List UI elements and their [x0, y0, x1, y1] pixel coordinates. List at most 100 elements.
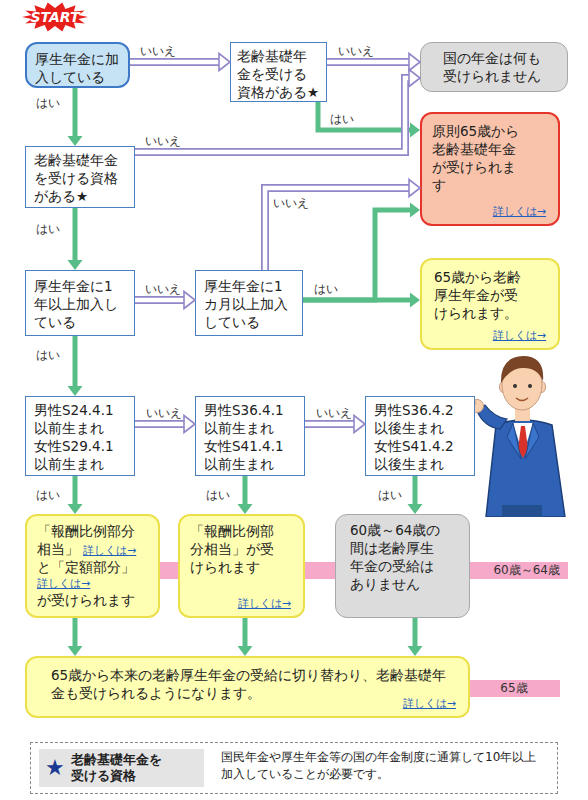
- detail-link: 詳しくは→: [238, 596, 291, 611]
- edge-label: はい: [378, 488, 402, 502]
- arrow-inner: [327, 60, 410, 65]
- detail-link: 詳しくは→: [493, 328, 546, 343]
- start-badge: START: [22, 2, 88, 32]
- edge-label: いいえ: [145, 282, 181, 296]
- arrow-line: [73, 208, 78, 261]
- result-box: 60歳～64歳の間は老齢厚生年金の受給はありません: [335, 514, 470, 618]
- box-text: 厚生年金に1カ月以上加入している: [204, 277, 294, 331]
- edge-label: いいえ: [140, 44, 176, 58]
- box-text: 65歳から本来の老齢厚生年金の受給に切り替わり、老齢基礎年金も受けられるようにな…: [51, 666, 452, 702]
- arrow-head: [238, 504, 253, 514]
- decision-box: 老齢基礎年金を受ける資格がある★: [230, 42, 327, 102]
- arrow-outline: [130, 58, 220, 66]
- star-mark: ★: [45, 756, 65, 780]
- arrow-outline: [265, 188, 410, 270]
- result-box: 原則65歳から老齢基礎年金が受けられます詳しくは→: [420, 112, 560, 226]
- age-band: 65歳: [468, 680, 560, 697]
- edge-label: はい: [206, 488, 230, 502]
- box-text: 60歳～64歳の間は老齢厚生年金の受給はありません: [350, 521, 447, 593]
- edge-label: いいえ: [146, 406, 182, 420]
- footnote-box: 国民年金や厚生年金等の国の年金制度に通算して10年以上加入していることが必要です…: [30, 742, 558, 794]
- start-text: START: [22, 2, 88, 32]
- arrow-outline: [135, 420, 185, 428]
- edge-label: いいえ: [338, 44, 374, 58]
- arrow-head: [410, 203, 420, 218]
- arrow-line: [73, 618, 78, 647]
- edge-label: いいえ: [273, 196, 309, 210]
- detail-link: 詳しくは→: [37, 576, 148, 591]
- arrow-line: [73, 476, 78, 505]
- box-text: と「定額部分」: [37, 558, 148, 576]
- arrow-head: [184, 292, 195, 309]
- edge-label: はい: [330, 112, 354, 126]
- arrow-line: [413, 618, 418, 647]
- arrow-head: [409, 54, 420, 71]
- decision-box: 男性S36.4.2以後生まれ女性S41.4.2以後生まれ: [365, 396, 475, 476]
- yes-arrow: [238, 476, 253, 514]
- arrow-head: [408, 504, 423, 514]
- arrow-line: [318, 102, 411, 130]
- yes-arrow: [68, 618, 83, 656]
- no-arrow: [265, 180, 420, 271]
- arrow-line: [243, 476, 248, 505]
- arrow-inner: [265, 188, 410, 270]
- box-text: 女性S29.4.1以前生まれ: [34, 437, 126, 473]
- edge-label: いいえ: [145, 134, 181, 148]
- yes-arrow: [238, 618, 253, 656]
- result-box: 「報酬比例部分相当」詳しくは→と「定額部分」詳しくは→が受けられます: [25, 514, 160, 618]
- arrow-line: [73, 336, 78, 387]
- box-text: 厚生年金に1年以上加入している: [34, 277, 126, 331]
- edge-label: はい: [314, 282, 338, 296]
- start-box: 厚生年金に加入している: [25, 42, 130, 88]
- box-text: 原則65歳から老齢基礎年金が受けられます: [432, 122, 528, 194]
- arrow-line: [303, 298, 411, 303]
- edge-label: はい: [36, 488, 60, 502]
- arrow-head: [354, 416, 365, 433]
- detail-link: 詳しくは→: [403, 696, 456, 711]
- arrow-head: [68, 646, 83, 656]
- arrow-head: [238, 646, 253, 656]
- result-box: 「報酬比例部分相当」が受けられます詳しくは→: [178, 514, 305, 618]
- arrow-head: [68, 136, 83, 146]
- yes-arrow: [68, 208, 83, 270]
- arrow-line: [413, 476, 418, 505]
- arrow-head: [68, 386, 83, 396]
- arrow-head: [409, 70, 420, 87]
- arrow-head: [219, 54, 230, 71]
- arrow-line: [73, 88, 78, 137]
- arrow-head: [68, 504, 83, 514]
- arrow-head: [68, 260, 83, 270]
- footnote-text: 国民年金や厚生年金等の国の年金制度に通算して10年以上加入していることが必要です…: [221, 749, 547, 783]
- box-text: 男性S24.4.1以前生まれ: [34, 401, 126, 437]
- box-text: 老齢基礎年金を受ける資格がある★: [237, 47, 320, 101]
- arrow-inner: [305, 422, 355, 427]
- arrow-inner: [135, 422, 185, 427]
- yes-arrow: [408, 476, 423, 514]
- edge-label: はい: [36, 348, 60, 362]
- yes-arrow: [68, 88, 83, 146]
- footnote-title: 老齢基礎年金を受ける資格: [71, 752, 163, 784]
- arrow-inner: [130, 60, 220, 65]
- result-box: 国の年金は何も受けられません: [420, 42, 568, 92]
- box-text: 「報酬比例部分相当」が受けられます: [190, 522, 287, 576]
- yes-arrow: [318, 102, 420, 138]
- box-text: 65歳から老齢厚生年金が受けられます。: [434, 268, 530, 322]
- box-text: 厚生年金に加入している: [35, 50, 120, 86]
- arrow-head: [410, 123, 420, 138]
- arrow-head: [410, 293, 420, 308]
- age-label: 65歳: [468, 680, 560, 697]
- footnote-label: ★老齢基礎年金を受ける資格: [39, 749, 204, 787]
- decision-box: 厚生年金に1年以上加入している: [25, 270, 135, 336]
- result-box: 65歳から本来の老齢厚生年金の受給に切り替わり、老齢基礎年金も受けられるようにな…: [25, 656, 470, 718]
- box-text: 男性S36.4.1以前生まれ: [204, 401, 296, 437]
- starburst-fill: [22, 2, 88, 31]
- man-illustration: [466, 345, 578, 517]
- arrow-outline: [305, 420, 355, 428]
- box-text: 国の年金は何も受けられません: [443, 49, 545, 85]
- edge-label: いいえ: [316, 406, 352, 420]
- edge-label: はい: [36, 222, 60, 236]
- arrow-head: [184, 416, 195, 433]
- box-text: 男性S36.4.2以後生まれ: [374, 401, 466, 437]
- yes-arrow: [408, 618, 423, 656]
